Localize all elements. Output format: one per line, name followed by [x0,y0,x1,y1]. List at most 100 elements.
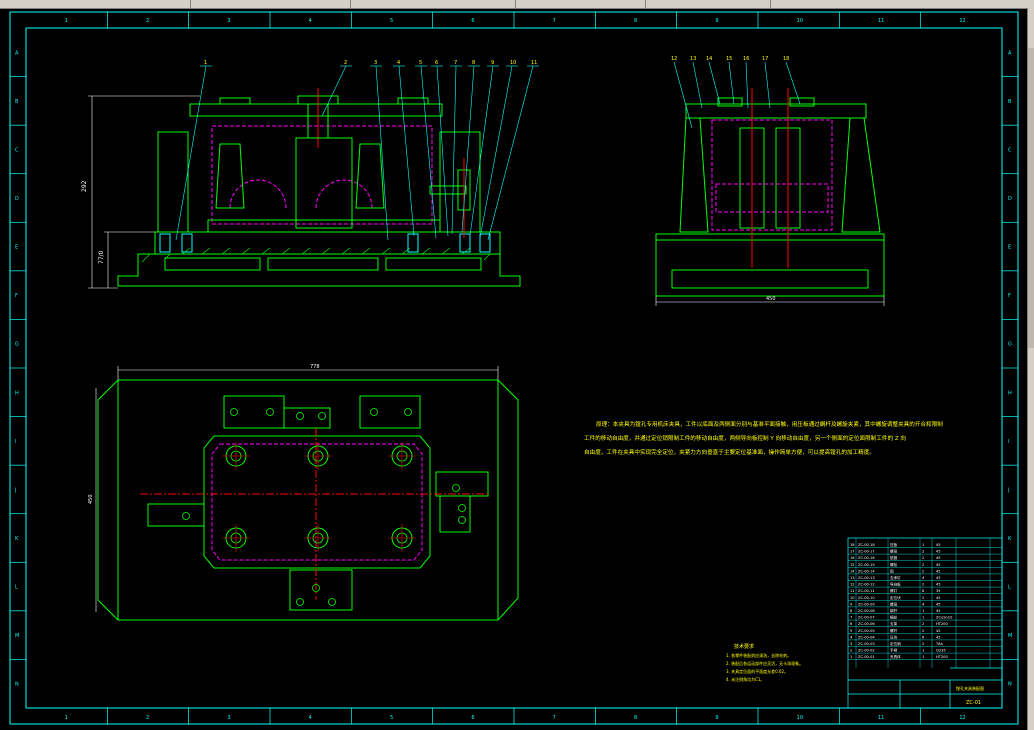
tech-requirements-title: 技术要求 [734,643,754,650]
svg-text:ZC-00-03: ZC-00-03 [858,642,875,646]
part-balloon[interactable]: 18 [783,56,801,105]
part-balloon[interactable]: 9 [469,60,499,237]
screw-hole [328,598,336,606]
svg-text:16: 16 [743,56,749,62]
svg-text:ZC-00-09: ZC-00-09 [858,602,875,606]
part-balloon[interactable]: 7 [450,60,462,235]
description-line-2: 工件的移动自由度，并通过定位销限制工件的移动自由度，两侧导向板控制 Y 向移动自… [584,434,906,442]
svg-text:6: 6 [850,622,853,626]
svg-text:4: 4 [922,576,925,580]
svg-text:13: 13 [690,56,696,62]
svg-text:ZC-00-16: ZC-00-16 [858,556,875,560]
frame-col-label: 5 [390,18,393,24]
svg-text:ZCuSn10: ZCuSn10 [936,616,953,620]
svg-text:13: 13 [850,576,855,580]
part-balloon[interactable]: 2 [321,60,352,117]
frame-col-label: 6 [471,715,474,721]
svg-text:11: 11 [850,589,855,593]
svg-text:ZC-00-12: ZC-00-12 [858,583,875,587]
svg-text:HT200: HT200 [936,622,948,626]
svg-text:ZC-00-07: ZC-00-07 [858,616,875,620]
svg-text:夹具体: 夹具体 [890,654,901,659]
title-block [847,537,1003,709]
svg-text:15: 15 [726,56,732,62]
svg-text:7: 7 [850,616,852,620]
svg-text:2: 2 [922,583,924,587]
part-balloon[interactable]: 12 [671,56,693,129]
part-balloon[interactable]: 17 [762,56,771,109]
bolt-hole [304,524,332,552]
part-balloon[interactable]: 6 [431,60,449,237]
svg-text:3: 3 [374,60,377,66]
svg-text:T8A: T8A [935,642,943,646]
part-balloon[interactable]: 11 [487,60,539,241]
toolbar-segment[interactable] [350,0,516,8]
drawing-title: 镗孔夹具装配图 [956,685,984,691]
frame-row-label: M [1008,633,1012,639]
svg-text:1: 1 [922,655,924,659]
svg-text:45: 45 [936,550,941,554]
frame-col-label: 4 [309,18,312,24]
bolt-hole [304,442,332,470]
svg-text:10: 10 [850,596,855,600]
svg-text:45: 45 [936,596,941,600]
svg-text:Q235: Q235 [936,649,946,653]
toolbar-segment[interactable] [0,0,191,8]
svg-text:17: 17 [850,550,855,554]
frame-col-label: 9 [715,715,718,721]
part-balloon[interactable]: 4 [393,60,415,237]
svg-text:ZC-00-02: ZC-00-02 [858,649,875,653]
scrollbar-thumb[interactable] [1028,48,1034,348]
part-balloon[interactable]: 3 [370,60,389,241]
front-view [88,88,521,289]
toolbar-segment[interactable] [645,0,771,8]
frame-row-label: E [1008,245,1011,251]
frame-row-label: K [15,536,19,542]
part-balloon[interactable]: 1 [175,60,212,241]
part-balloon[interactable]: 15 [726,56,735,105]
svg-text:45: 45 [936,576,941,580]
part-balloon[interactable]: 5 [415,60,437,239]
svg-text:2: 2 [922,550,924,554]
svg-text:导向板: 导向板 [890,582,901,587]
bolt-hole [388,442,416,470]
top-dim-height: 450 [88,494,94,504]
frame-row-label: F [15,293,18,299]
top-dim-width: 778 [310,364,320,370]
part-balloon[interactable]: 16 [743,56,749,109]
toolbar-segment[interactable] [190,0,351,8]
frame-col-label: 6 [471,18,474,24]
frame-row-label: B [15,99,19,105]
part-balloon[interactable]: 10 [479,60,518,239]
frame-col-label: 2 [146,715,149,721]
svg-text:8: 8 [472,60,475,66]
description-line-3: 自由度，工件在夹具中实现完全定位，夹紧力方向垂直于主要定位基准面，操作简单方便，… [584,448,875,456]
toolbar-segment[interactable] [515,0,646,8]
vertical-scrollbar[interactable] [1027,8,1034,730]
part-balloon[interactable]: 8 [461,60,480,233]
front-dim-height: 292 [81,180,88,192]
part-balloon[interactable]: 13 [690,56,703,109]
svg-text:ZC-00-08: ZC-00-08 [858,609,875,613]
frame-row-label: G [15,342,19,348]
screw-hole [266,408,274,416]
top-view [95,366,519,621]
svg-text:ZC-00-15: ZC-00-15 [858,563,875,567]
svg-text:ZC-00-11: ZC-00-11 [858,589,875,593]
frame-col-label: 9 [715,18,718,24]
svg-text:4: 4 [397,60,400,66]
frame-col-label: 12 [959,715,965,721]
part-balloon[interactable]: 14 [706,56,721,105]
front-dim-lower: 77/0 [98,250,105,264]
screw-hole [458,516,466,524]
